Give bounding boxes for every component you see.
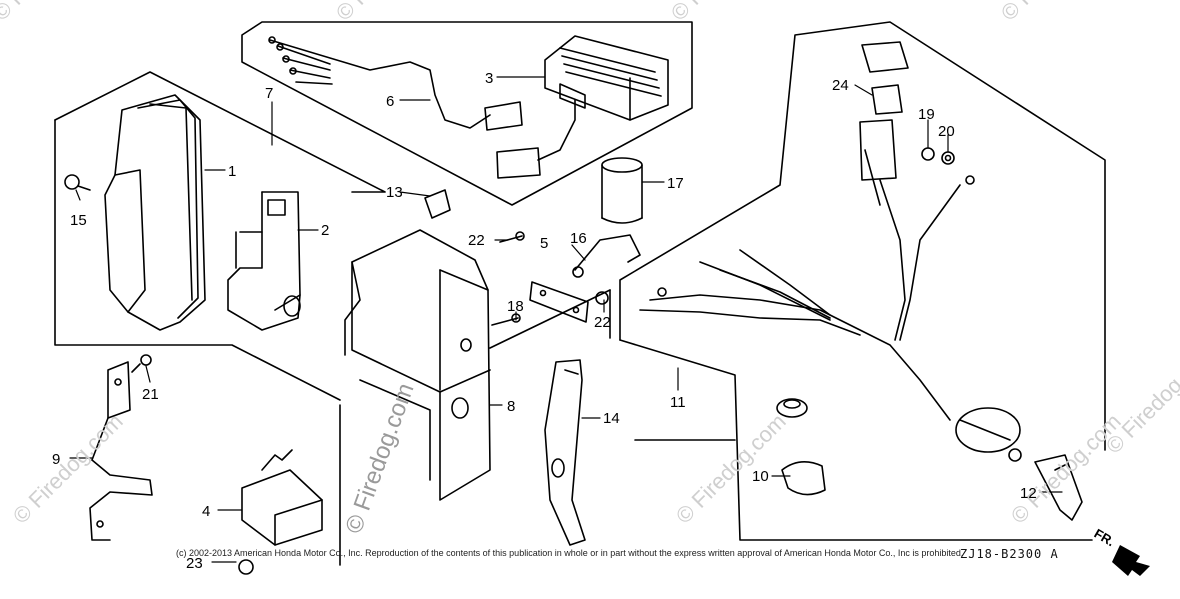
callout-23: 23	[186, 555, 203, 572]
watermark-middle: © Firedog.com	[671, 409, 791, 529]
clamp-part-10	[781, 461, 826, 496]
ignition-switch	[955, 407, 1022, 462]
diagram-code: ZJ18-B2300 A	[960, 547, 1059, 561]
diode-part-4	[241, 449, 323, 546]
nuts-parts-19-20	[921, 147, 955, 165]
callout-24: 24	[832, 77, 849, 94]
clip-part-13	[424, 189, 451, 219]
bracket-part-9	[89, 361, 153, 541]
section-outlines	[54, 21, 1106, 566]
callout-14: 14	[603, 410, 620, 427]
bolts	[64, 174, 609, 575]
watermark-top-left: © Fire	[0, 0, 48, 26]
callout-15: 15	[70, 212, 87, 229]
bracket-part-2	[227, 191, 301, 331]
regulator-part-3	[544, 35, 669, 121]
callouts: 1 2 3 6 7 8 17 14 13 22 5 16 18 22 11 24…	[52, 70, 1037, 572]
callout-2: 2	[321, 222, 329, 239]
harness-part-6	[268, 36, 576, 179]
copyright-notice: (c) 2002-2013 American Honda Motor Co., …	[176, 548, 964, 558]
callout-12: 12	[1020, 485, 1037, 502]
callout-16: 16	[570, 230, 587, 247]
watermarks: © Firedog.com © Firedog.com © Firedog.co…	[0, 0, 1180, 537]
callout-17: 17	[667, 175, 684, 192]
callout-20: 20	[938, 123, 955, 140]
watermark-center: © Firedog.com	[340, 380, 419, 537]
callout-6: 6	[386, 93, 394, 110]
callout-13: 13	[386, 184, 403, 201]
front-direction-arrow	[1112, 545, 1150, 576]
callout-11: 11	[670, 394, 686, 411]
callout-10: 10	[752, 468, 769, 485]
callout-7: 7	[265, 85, 273, 102]
plate-part-5	[529, 281, 589, 323]
callout-8: 8	[507, 398, 515, 415]
callout-19: 19	[918, 106, 935, 123]
cover-part-1	[104, 94, 206, 331]
watermark-lower-right: © Firedog.com	[1006, 409, 1126, 529]
callout-18: 18	[507, 298, 524, 315]
wire-part-16	[572, 234, 641, 278]
leader-lines	[69, 76, 1063, 563]
grommet	[776, 398, 808, 418]
watermark-right: © Firedog.com	[1101, 339, 1180, 459]
capacitor-part-17	[601, 157, 643, 224]
callout-9: 9	[52, 451, 60, 468]
callout-22-lower: 22	[594, 314, 611, 331]
main-harness-part-11	[639, 149, 975, 421]
watermark-top-right: © Fire	[996, 0, 1056, 26]
cable-tie-part-12	[1034, 454, 1083, 521]
fuse-holder-part-24	[859, 41, 909, 181]
stay-part-14	[544, 359, 586, 546]
callout-5: 5	[540, 235, 548, 252]
callout-3: 3	[485, 70, 493, 87]
callout-4: 4	[202, 503, 210, 520]
watermark-lower-left: © Firedog.com	[8, 409, 128, 529]
callout-1: 1	[228, 163, 236, 180]
control-box-part-8	[344, 229, 491, 501]
callout-22-upper: 22	[468, 232, 485, 249]
callout-21: 21	[142, 386, 159, 403]
